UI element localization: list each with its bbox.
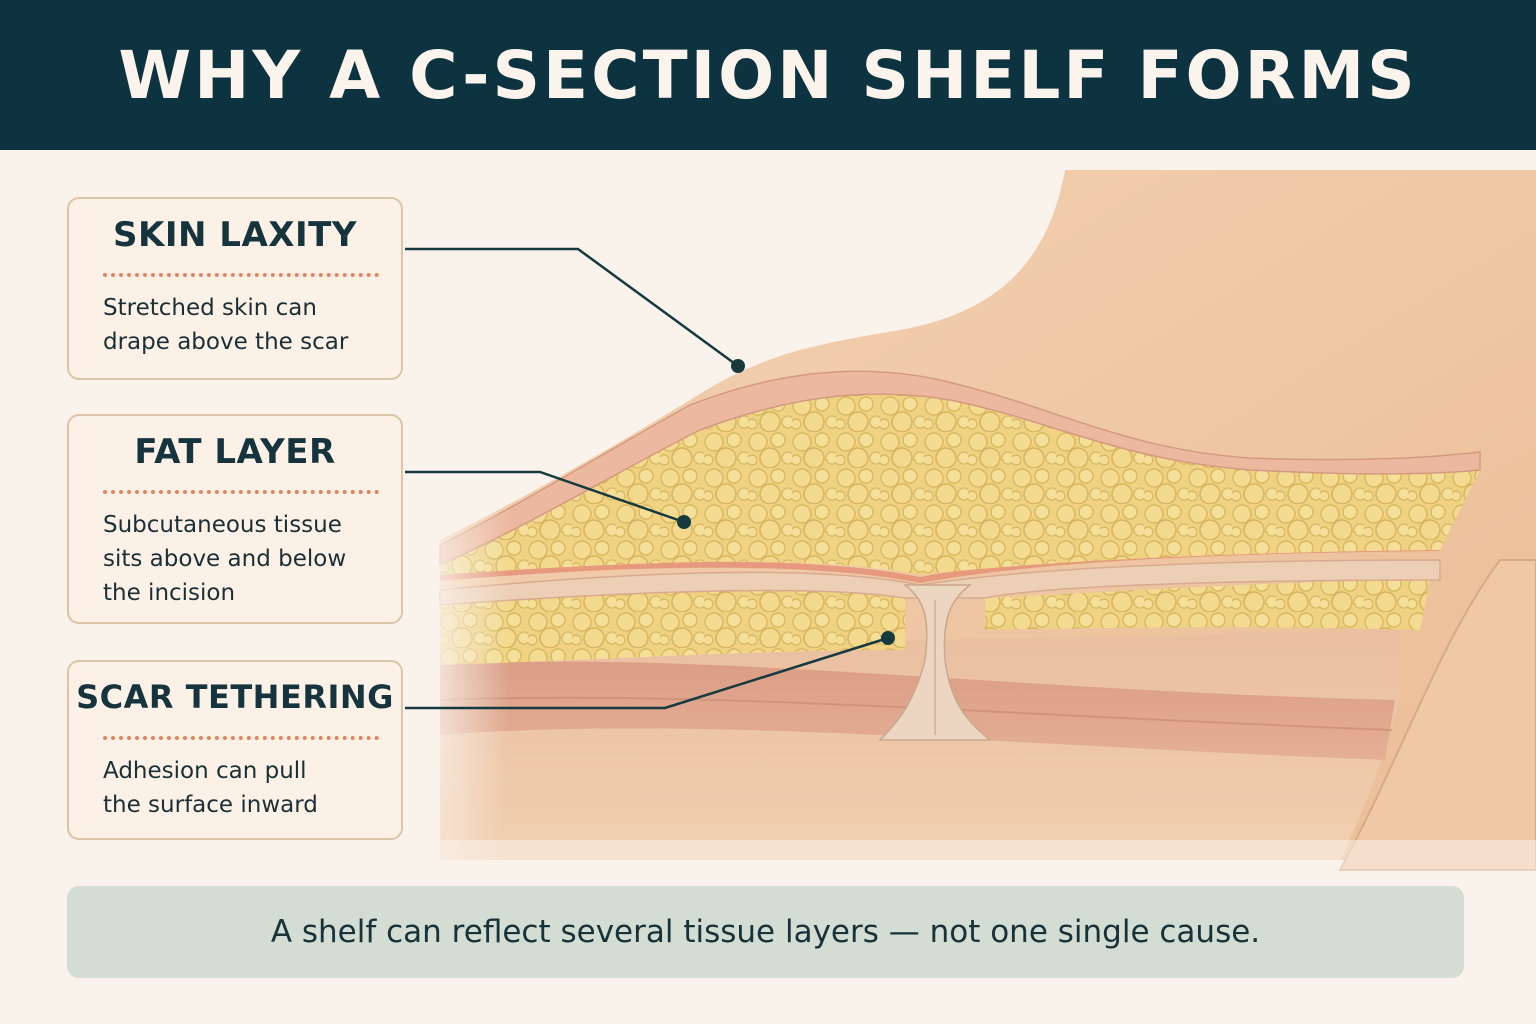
label-card-fat-layer: FAT LAYER Subcutaneous tissue sits above… bbox=[67, 414, 403, 624]
divider-dots bbox=[103, 490, 379, 494]
fat-layer-description: Subcutaneous tissue sits above and below… bbox=[103, 512, 347, 606]
scar-tethering-marker bbox=[881, 631, 895, 645]
tissue-cross-section-illustration bbox=[405, 170, 1536, 880]
label-card-skin-laxity: SKIN LAXITY Stretched skin can drape abo… bbox=[67, 197, 403, 380]
divider-dots bbox=[103, 273, 379, 277]
title-banner: WHY A C-SECTION SHELF FORMS bbox=[0, 0, 1536, 150]
scar-tethering-description: Adhesion can pull the surface inward bbox=[103, 758, 318, 818]
fascia-band bbox=[439, 559, 1441, 606]
fat-layer-marker bbox=[677, 515, 691, 529]
skin-laxity-leader bbox=[405, 247, 739, 368]
upper-fat-layer bbox=[440, 394, 1480, 575]
scar-tethering-heading: SCAR TETHERING bbox=[76, 678, 394, 716]
skin-laxity-heading: SKIN LAXITY bbox=[113, 215, 357, 255]
leader-lines bbox=[405, 247, 889, 710]
fat-layer-heading: FAT LAYER bbox=[134, 432, 336, 472]
label-card-scar-tethering: SCAR TETHERING Adhesion can pull the sur… bbox=[67, 660, 403, 840]
summary-caption-box: A shelf can reflect several tissue layer… bbox=[67, 886, 1464, 978]
summary-caption: A shelf can reflect several tissue layer… bbox=[270, 914, 1261, 950]
divider-dots bbox=[103, 736, 379, 740]
page-title: WHY A C-SECTION SHELF FORMS bbox=[118, 36, 1418, 114]
fat-layer-leader bbox=[405, 470, 685, 524]
lower-fat-layer bbox=[440, 584, 905, 665]
dermis-band bbox=[439, 370, 1481, 567]
scar-tethering-leader bbox=[405, 636, 889, 710]
skin-laxity-description: Stretched skin can drape above the scar bbox=[103, 295, 349, 355]
skin-laxity-marker bbox=[731, 359, 745, 373]
